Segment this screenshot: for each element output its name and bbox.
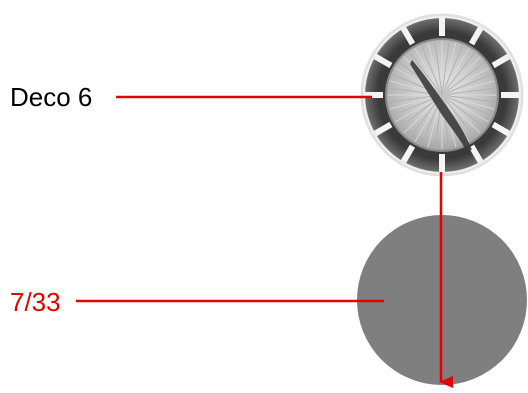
clock-dial-icon bbox=[362, 15, 522, 175]
label-deco: Deco 6 bbox=[10, 84, 92, 110]
clock-face-rays bbox=[388, 41, 496, 149]
label-fraction: 7/33 bbox=[10, 289, 61, 315]
clock-numeral-mark bbox=[439, 18, 445, 36]
clock-numeral-mark bbox=[501, 92, 519, 98]
clock-numeral-mark bbox=[439, 154, 445, 172]
